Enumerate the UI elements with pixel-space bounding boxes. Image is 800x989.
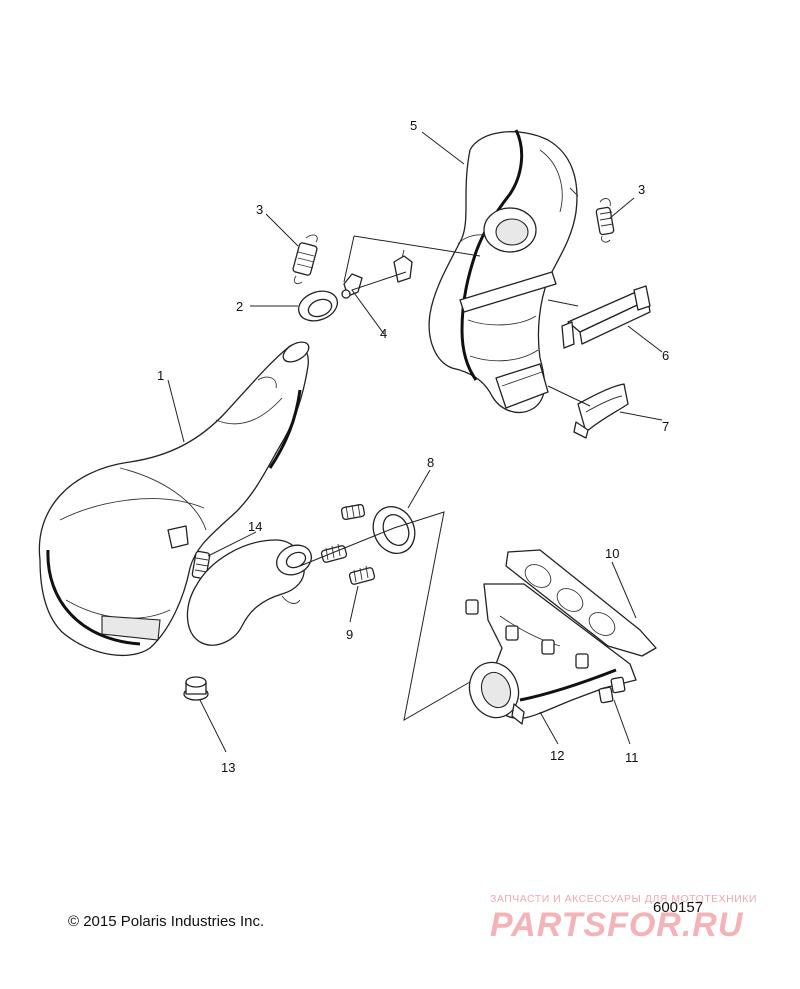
copyright-notice: © 2015 Polaris Industries Inc. — [68, 913, 265, 930]
callout-14: 14 — [248, 519, 262, 534]
part-7-clip — [573, 383, 629, 439]
part-4-plugs — [341, 249, 413, 299]
callout-1: 1 — [157, 368, 164, 383]
callout-9: 9 — [346, 627, 353, 642]
part-1-muffler — [38, 341, 310, 657]
callout-3-left: 3 — [256, 202, 263, 217]
callout-12: 12 — [550, 748, 564, 763]
callout-4: 4 — [380, 326, 387, 341]
part-3-spring-left — [292, 234, 318, 285]
part-8-seal-ring — [372, 506, 416, 554]
part-9-springs — [320, 503, 376, 585]
callout-13: 13 — [221, 760, 235, 775]
figure-number: 600157 — [653, 899, 704, 916]
watermark-logo: PARTSFOR.RU — [490, 906, 744, 944]
callout-8: 8 — [427, 455, 434, 470]
callout-3-right: 3 — [638, 182, 645, 197]
callout-2: 2 — [236, 299, 243, 314]
leader-lines — [167, 131, 663, 753]
part-12-manifold — [465, 583, 637, 725]
watermark-tagline: ЗАПЧАСТИ И АКСЕССУАРЫ ДЛЯ МОТОТЕХНИКИ — [490, 893, 757, 905]
part-6-bracket — [561, 285, 651, 349]
callout-7: 7 — [662, 419, 669, 434]
part-11-bolts — [598, 676, 626, 704]
part-5-exhaust-pipe — [428, 129, 579, 413]
part-13-plug — [183, 676, 209, 701]
callout-11: 11 — [625, 750, 639, 765]
callout-5: 5 — [410, 118, 417, 133]
callout-10: 10 — [605, 546, 619, 561]
part-2-gasket — [297, 290, 339, 322]
part-3-spring-right — [595, 198, 615, 243]
elbow-pipe — [186, 539, 313, 646]
callout-labels: 1 2 3 3 4 5 6 7 8 9 10 11 12 13 14 — [157, 118, 669, 775]
callout-6: 6 — [662, 348, 669, 363]
part-10-gasket — [505, 549, 657, 657]
